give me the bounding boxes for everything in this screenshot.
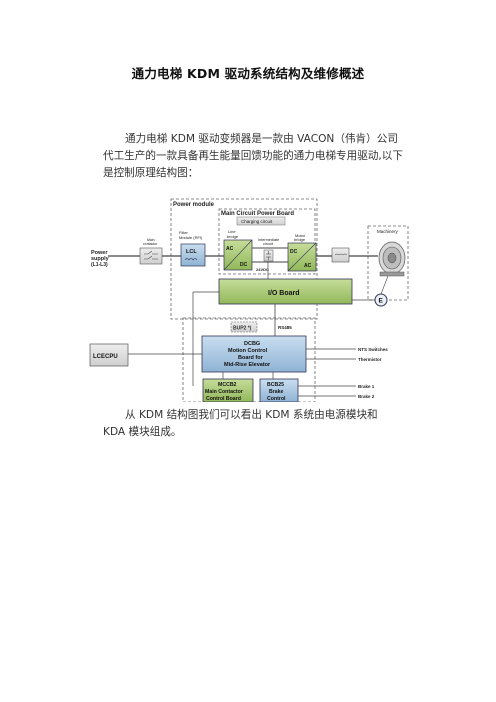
brake1-label: Brake 1: [358, 384, 375, 389]
intro-paragraph: 通力电梯 KDM 驱动变频器是一款由 VACON（伟肯）公司代工生产的一款具备再…: [103, 131, 403, 182]
lcecpu-box: [89, 343, 129, 367]
mccb2-label-3: Control Board: [206, 396, 241, 402]
kda-module-boundary: [182, 317, 316, 402]
mccb2-label-2: Main Contactor: [205, 389, 243, 395]
dcbg-label-3: Board for: [238, 355, 264, 361]
bcb25-label-1: BCB25: [267, 382, 284, 388]
line-bridge-dc-label: DC: [240, 262, 248, 268]
machinery-to-encoder-line: [380, 275, 389, 295]
output-filter-symbol: [334, 253, 348, 256]
encoder-label: E: [379, 298, 384, 305]
v24dc-label: 24VDC: [256, 267, 269, 272]
power-supply-label-1: Power: [91, 250, 108, 256]
lcl-label: LCL: [186, 249, 197, 255]
elevator-machinery-icon: [378, 241, 406, 277]
charging-circuit-box: [236, 216, 286, 226]
dcbg-label-1: DCBG: [244, 341, 260, 347]
lcecpu-label: LCECPU: [93, 354, 118, 360]
brake2-label: Brake 2: [358, 394, 375, 399]
power-module-label: Power module: [173, 202, 215, 208]
dcbg-label-2: Motion Control: [228, 348, 268, 354]
summary-paragraph: 从 KDM 结构图我们可以看出 KDM 系统由电源模块和 KDA 模块组成。: [103, 407, 403, 441]
io-board-box: [218, 278, 353, 305]
line-bridge-label-1: Line: [228, 229, 236, 234]
filter-module-label-1: Filter: [179, 230, 189, 235]
machinery-label: Machinery: [377, 229, 399, 234]
line-bridge-diagonal: [223, 239, 253, 271]
bcb25-label-3: Control: [267, 396, 286, 402]
lcl-box: [180, 243, 206, 267]
control-structure-diagram: Power module Main Circuit Power Board Ch…: [89, 198, 409, 402]
main-contactor-label-2: contactor: [143, 242, 158, 246]
main-contactor-box: [139, 247, 163, 265]
contactor-symbol: [144, 250, 158, 260]
filter-module-label-2: Module (RFI): [179, 235, 203, 240]
mccb2-box: [202, 378, 254, 402]
intermediate-label-1: Intermediate: [258, 238, 279, 242]
intro-paragraph-text: 通力电梯 KDM 驱动变频器是一款由 VACON（伟肯）公司代工生产的一款具备再…: [103, 133, 403, 179]
lcl-coil-symbol: [184, 258, 198, 261]
line-bridge-ac-label: AC: [226, 246, 234, 252]
io-board-label: I/O Board: [268, 290, 300, 297]
bcb25-label-2: Brake: [269, 389, 284, 395]
main-circuit-power-board-label: Main Circuit Power Board: [221, 211, 294, 217]
bup2-label: BUP2 *): [233, 326, 252, 332]
motor-bridge-dc-label: DC: [290, 249, 298, 255]
rs485-label: RS485: [278, 325, 292, 330]
mccb2-label-1: MCCB2: [218, 382, 237, 388]
power-supply-label-3: (L1-L3): [91, 262, 108, 268]
dcbg-label-4: Mid-Rise Elevator: [224, 362, 271, 368]
bcb25-box: [259, 378, 299, 402]
line-bridge-label-2: bridge: [227, 234, 239, 239]
capacitor-symbol: [266, 251, 271, 260]
power-module-boundary: [170, 198, 318, 320]
motor-bridge-label-2: bridge: [294, 237, 306, 242]
nts-switches-label: NTS Switches: [358, 347, 388, 352]
charging-circuit-label: Charging circuit: [241, 219, 273, 224]
dcbg-box: [201, 335, 307, 373]
motor-bridge-diagonal: [287, 242, 317, 272]
main-contactor-label-1: Main: [147, 238, 155, 242]
summary-paragraph-text: 从 KDM 结构图我们可以看出 KDM 系统由电源模块和 KDA 模块组成。: [103, 409, 378, 438]
bup2-box: [230, 321, 258, 333]
intermediate-label-2: circuit: [263, 242, 274, 246]
thermistor-label: Thermistor: [358, 357, 382, 362]
motor-bridge-label-1: Motor: [295, 233, 306, 238]
output-filter-box: [331, 247, 350, 263]
machinery-boundary: [367, 225, 409, 301]
main-circuit-boundary: [218, 208, 316, 275]
motor-bridge-ac-label: AC: [304, 263, 312, 269]
power-supply-label-2: supply: [91, 256, 110, 262]
document-title: 通力电梯 KDM 驱动系统结构及维修概述: [131, 66, 365, 81]
intermediate-capacitor-box: [263, 249, 274, 262]
